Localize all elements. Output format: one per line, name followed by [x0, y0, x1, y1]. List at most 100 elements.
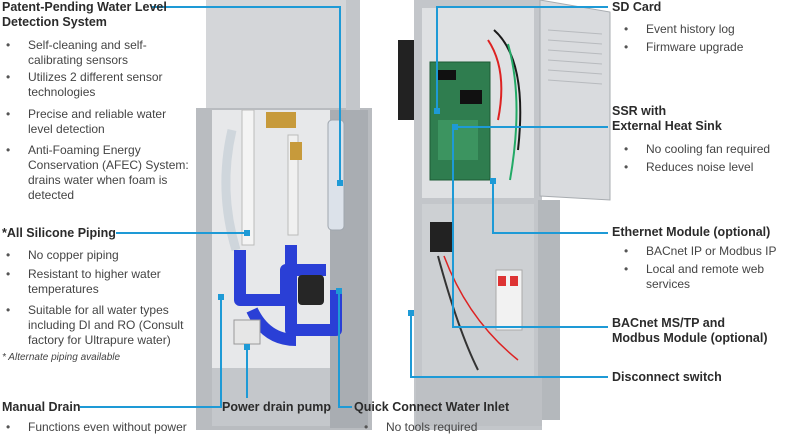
callout-line-level-detection: [151, 6, 341, 8]
list-item-line: Precise and reliable water: [28, 107, 167, 121]
list-item-line: No copper piping: [28, 248, 119, 262]
list-item-line: technologies: [28, 85, 96, 99]
callout-line-pump: [246, 346, 248, 398]
bullet-icon: •: [6, 107, 11, 121]
callout-dot-manual-drain: [218, 294, 224, 300]
ssr-heading-line1: SSR with: [612, 104, 667, 118]
callout-line-bacnet: [452, 326, 608, 328]
callout-line-disconnect-vert: [410, 312, 412, 378]
control-cabinet-photo: [398, 0, 620, 430]
list-item-line: Reduces noise level: [646, 160, 754, 174]
alternate-piping-note: * Alternate piping available: [2, 352, 121, 363]
list-item: • Functions even without power: [6, 420, 206, 435]
callout-dot-water-inlet: [336, 288, 342, 294]
callout-line-water-inlet: [338, 406, 352, 408]
bullet-icon: •: [6, 38, 11, 52]
bullet-icon: •: [624, 262, 629, 276]
callout-dot-level-detection: [337, 180, 343, 186]
list-item-line: Event history log: [646, 22, 735, 36]
list-item: • Anti-Foaming Energy Conservation (AFEC…: [6, 143, 201, 203]
list-item-line: detected: [28, 188, 75, 202]
callout-line-sd-card-vert: [436, 6, 438, 110]
callout-dot-silicone: [244, 230, 250, 236]
list-item: • No cooling fan required: [624, 142, 784, 157]
ethernet-heading: Ethernet Module (optional): [612, 225, 771, 239]
callout-line-ssr: [456, 126, 608, 128]
callout-line-ethernet-vert: [492, 180, 494, 234]
list-item-line: drains water when foam is: [28, 173, 168, 187]
callout-line-water-inlet-vert: [338, 290, 340, 408]
list-item: • Utilizes 2 different sensor technologi…: [6, 70, 196, 100]
list-item-line: Firmware upgrade: [646, 40, 744, 54]
list-item: • Firmware upgrade: [624, 40, 784, 55]
bullet-icon: •: [6, 70, 11, 84]
list-item-line: Self-cleaning and self-: [28, 38, 147, 52]
list-item-line: factory for Ultrapure water): [28, 333, 171, 347]
bullet-icon: •: [624, 244, 629, 258]
list-item-line: including DI and RO (Consult: [28, 318, 184, 332]
callout-line-bacnet-vert: [452, 130, 454, 328]
level-detection-heading: Patent-Pending Water Level Detection Sys…: [2, 0, 192, 30]
level-detection-heading-line2: Detection System: [2, 15, 107, 29]
callout-line-ethernet: [492, 232, 608, 234]
list-item-line: No tools required: [386, 420, 478, 434]
callout-dot-sd-card: [434, 108, 440, 114]
list-item-line: Resistant to higher water: [28, 267, 161, 281]
bullet-icon: •: [624, 160, 629, 174]
manual-drain-heading: Manual Drain: [2, 400, 81, 414]
callout-line-manual-drain-vert: [220, 296, 222, 408]
list-item: • BACnet IP or Modbus IP: [624, 244, 784, 259]
list-item: • Event history log: [624, 22, 784, 37]
list-item-line: calibrating sensors: [28, 53, 129, 67]
list-item-line: Conservation (AFEC) System:: [28, 158, 189, 172]
callout-line-manual-drain: [80, 406, 220, 408]
bullet-icon: •: [6, 420, 11, 434]
callout-line-sd-card: [436, 6, 608, 8]
list-item: • Precise and reliable water level detec…: [6, 107, 196, 137]
list-item-line: Suitable for all water types: [28, 303, 169, 317]
callout-line-silicone: [116, 232, 248, 234]
list-item-line: BACnet IP or Modbus IP: [646, 244, 777, 258]
list-item-line: Anti-Foaming Energy: [28, 143, 141, 157]
humidifier-plumbing-photo: [196, 0, 372, 430]
callout-dot-pump: [244, 344, 250, 350]
list-item-line: Functions even without power: [28, 420, 187, 434]
list-item: • No tools required: [364, 420, 514, 435]
bacnet-heading-line2: Modbus Module (optional): [612, 331, 768, 345]
callout-line-level-detection-vert: [339, 6, 341, 182]
list-item: • Suitable for all water types including…: [6, 303, 201, 348]
list-item-line: services: [646, 277, 691, 291]
ssr-heading-line2: External Heat Sink: [612, 119, 722, 133]
bacnet-heading: BACnet MS/TP and Modbus Module (optional…: [612, 316, 768, 346]
bullet-icon: •: [6, 143, 11, 157]
list-item-line: level detection: [28, 122, 105, 136]
sd-card-heading: SD Card: [612, 0, 662, 14]
power-drain-pump-label: Power drain pump: [222, 400, 332, 414]
list-item: • Self-cleaning and self- calibrating se…: [6, 38, 196, 68]
callout-dot-ethernet: [490, 178, 496, 184]
ssr-heading: SSR with External Heat Sink: [612, 104, 722, 134]
bacnet-heading-line1: BACnet MS/TP and: [612, 316, 725, 330]
bullet-icon: •: [6, 267, 11, 281]
list-item: • Local and remote web services: [624, 262, 784, 292]
list-item: • Resistant to higher water temperatures: [6, 267, 196, 297]
water-inlet-heading: Quick Connect Water Inlet: [354, 400, 510, 414]
list-item: • No copper piping: [6, 248, 196, 263]
list-item-line: temperatures: [28, 282, 99, 296]
silicone-piping-heading: *All Silicone Piping: [2, 226, 116, 240]
bullet-icon: •: [624, 40, 629, 54]
list-item-line: Local and remote web: [646, 262, 765, 276]
list-item: • Reduces noise level: [624, 160, 784, 175]
list-item-line: Utilizes 2 different sensor: [28, 70, 163, 84]
callout-dot-disconnect: [408, 310, 414, 316]
bullet-icon: •: [624, 142, 629, 156]
level-detection-heading-line1: Patent-Pending Water Level: [2, 0, 167, 14]
bullet-icon: •: [364, 420, 369, 434]
callout-line-disconnect: [410, 376, 608, 378]
callout-dot-ssr: [452, 124, 458, 130]
bullet-icon: •: [6, 303, 11, 317]
bullet-icon: •: [6, 248, 11, 262]
list-item-line: No cooling fan required: [646, 142, 771, 156]
disconnect-switch-heading: Disconnect switch: [612, 370, 722, 384]
bullet-icon: •: [624, 22, 629, 36]
